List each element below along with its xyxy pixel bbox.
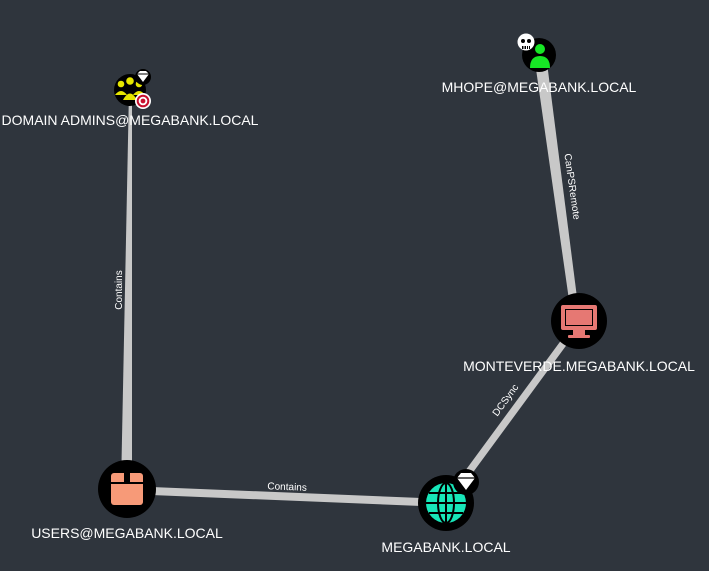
edge-label: Contains [114,270,125,309]
edge-label: Contains [267,481,307,494]
node-monteverde[interactable] [551,293,607,349]
node-label: MHOPE@MEGABANK.LOCAL [442,79,637,95]
edge-contains-users-megabank[interactable] [127,486,446,507]
globe-icon [426,482,466,524]
edge-contains-domainadmins-users[interactable] [121,90,132,488]
node-megabank[interactable] [418,469,479,531]
owned-skull-icon [517,33,535,51]
node-domain-admins[interactable] [114,69,151,109]
node-label: DOMAIN ADMINS@MEGABANK.LOCAL [2,112,259,128]
edge-dcsync-monteverde-megabank[interactable] [443,320,582,505]
node-label: USERS@MEGABANK.LOCAL [31,525,223,541]
user-icon [530,44,550,68]
node-users[interactable] [98,460,156,518]
highvalue-diamond-icon [135,69,151,85]
node-label: MEGABANK.LOCAL [381,539,510,555]
target-icon [135,93,151,109]
edge-canpsremote-mhope-monteverde[interactable] [534,55,580,321]
highvalue-diamond-icon [453,469,479,495]
container-icon [111,473,143,505]
node-label: MONTEVERDE.MEGABANK.LOCAL [463,358,695,374]
computer-icon [561,305,597,338]
node-mhope[interactable] [517,33,557,73]
edge-label: DCSync [491,382,521,418]
